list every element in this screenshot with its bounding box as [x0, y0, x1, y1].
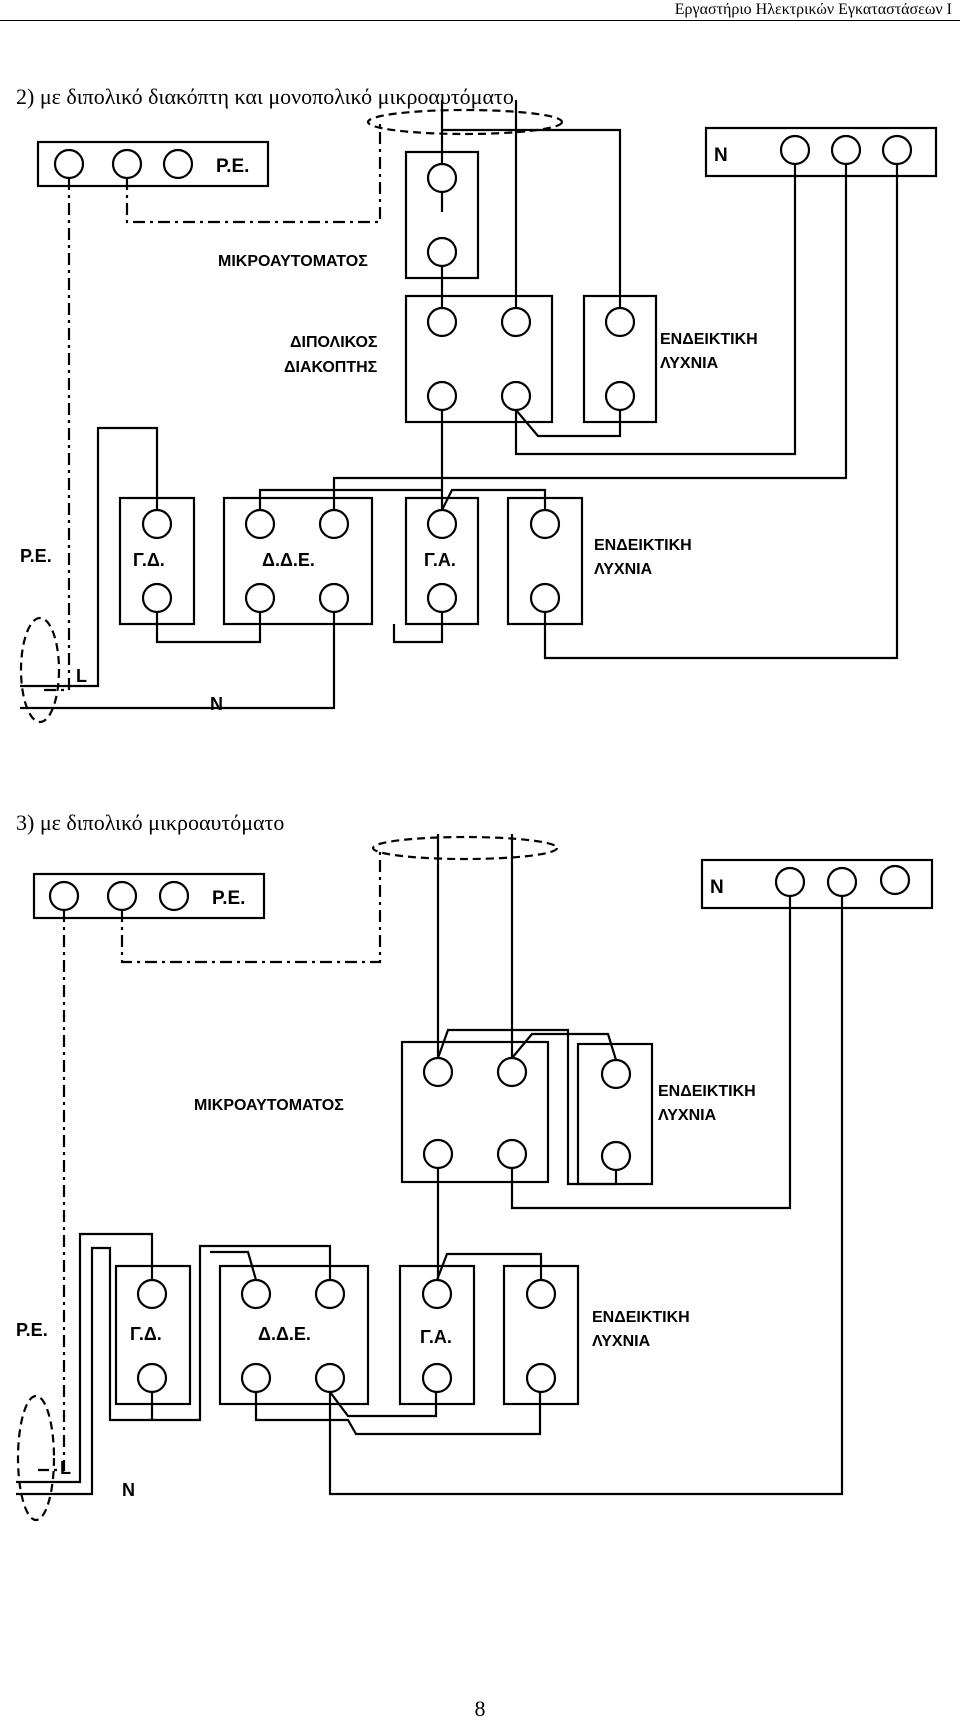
switch-label-line1: ΔΙΠΟΛΙΚΟΣ: [290, 334, 378, 351]
dde-label: Δ.Δ.Ε.: [258, 1324, 311, 1344]
main-switch-gd: Γ.Δ.: [114, 1264, 192, 1406]
lamp-bottom-label-line1: ΕΝΔΕΙΚΤΙΚΗ: [592, 1309, 690, 1326]
page-header: Εργαστήριο Ηλεκτρικών Εγκαταστάσεων Ι: [0, 0, 960, 21]
breaker-ga: Γ.Α.: [398, 1264, 476, 1406]
wiring-diagram-2: P.E. N ΜΙΚΡΟΑΥΤΟΜΑΤΟΣ ΔΙΠΟΛΙΚΟΣ ΔΙΑΚΟΠΤΗ…: [19, 100, 938, 724]
page-number: 8: [474, 1696, 486, 1721]
single-pole-breaker: ΜΙΚΡΟΑΥΤΟΜΑΤΟΣ: [218, 150, 480, 280]
indicator-lamp-top: ΕΝΔΕΙΚΤΙΚΗ ΛΥΧΝΙΑ: [582, 294, 758, 424]
main-switch-gd: Γ.Δ.: [118, 496, 196, 626]
wiring: [20, 100, 899, 710]
switch-label-line2: ΔΙΑΚΟΠΤΗΣ: [284, 359, 378, 376]
breaker-ga: Γ.Α.: [404, 496, 480, 626]
incoming-cable-sheath: [16, 1394, 56, 1522]
l-wire-label: L: [76, 666, 87, 686]
n-busbar-label: N: [714, 145, 728, 166]
ga-label: Γ.Α.: [424, 550, 456, 570]
lamp-top-label-line2: ΛΥΧΝΙΑ: [658, 1107, 717, 1124]
n-wire-label: N: [122, 1480, 135, 1500]
lamp-bottom-label-line2: ΛΥΧΝΙΑ: [592, 1333, 651, 1350]
supply-cable-sheath: [366, 108, 564, 136]
lamp-top-label-line1: ΕΝΔΕΙΚΤΙΚΗ: [658, 1083, 756, 1100]
pe-busbar-label: P.E.: [212, 888, 245, 909]
header-text: Εργαστήριο Ηλεκτρικών Εγκαταστάσεων Ι: [674, 1, 952, 18]
pe-busbar: P.E.: [36, 140, 270, 188]
dde-label: Δ.Δ.Ε.: [262, 550, 315, 570]
indicator-lamp-bottom: ΕΝΔΕΙΚΤΙΚΗ ΛΥΧΝΙΑ: [502, 1264, 690, 1406]
pe-busbar-label: P.E.: [216, 156, 249, 177]
gd-label: Γ.Δ.: [133, 550, 165, 570]
double-pole-breaker: ΜΙΚΡΟΑΥΤΟΜΑΤΟΣ: [194, 1040, 550, 1184]
double-pole-switch: ΔΙΠΟΛΙΚΟΣ ΔΙΑΚΟΠΤΗΣ: [284, 294, 554, 424]
pe-wire: [40, 178, 71, 692]
rcd-dde: Δ.Δ.Ε.: [222, 496, 374, 626]
lamp-bottom-label-line1: ΕΝΔΕΙΚΤΙΚΗ: [594, 537, 692, 554]
ga-label: Γ.Α.: [420, 1327, 452, 1347]
supply-cable-sheath: [371, 835, 559, 861]
diagram-3-title: 3) με διπολικό μικροαυτόματο: [16, 810, 285, 835]
n-busbar: N: [704, 126, 938, 178]
wiring: [16, 834, 844, 1496]
pe-wire: [38, 910, 66, 1472]
wiring-diagram-3: P.E. N ΜΙΚΡΟΑΥΤΟΜΑΤΟΣ ΕΝΔΕΙΚΤΙΚΗ ΛΥΧΝΙΑ …: [16, 834, 934, 1522]
pe-link-wire: [120, 848, 382, 964]
indicator-lamp-top: ΕΝΔΕΙΚΤΙΚΗ ΛΥΧΝΙΑ: [576, 1042, 756, 1186]
n-busbar-label: N: [710, 877, 724, 898]
lamp-top-label-line1: ΕΝΔΕΙΚΤΙΚΗ: [660, 331, 758, 348]
breaker-label: ΜΙΚΡΟΑΥΤΟΜΑΤΟΣ: [194, 1097, 344, 1114]
incoming-cable-sheath: [19, 616, 61, 724]
lamp-bottom-label-line2: ΛΥΧΝΙΑ: [594, 561, 653, 578]
pe-busbar: P.E.: [32, 872, 266, 920]
n-busbar: N: [700, 858, 934, 910]
n-wire-label: N: [210, 694, 223, 714]
gd-label: Γ.Δ.: [130, 1324, 162, 1344]
indicator-lamp-bottom: ΕΝΔΕΙΚΤΙΚΗ ΛΥΧΝΙΑ: [506, 496, 692, 626]
lamp-top-label-line2: ΛΥΧΝΙΑ: [660, 355, 719, 372]
pe-side-label: P.E.: [20, 546, 52, 566]
diagram-2-title: 2) με διπολικό διακόπτη και μονοπολικό μ…: [16, 84, 514, 109]
rcd-dde: Δ.Δ.Ε.: [218, 1264, 370, 1406]
pe-link-wire: [125, 122, 382, 224]
pe-side-label: P.E.: [16, 1320, 48, 1340]
l-wire-label: L: [60, 1458, 71, 1478]
breaker-label: ΜΙΚΡΟΑΥΤΟΜΑΤΟΣ: [218, 253, 368, 270]
